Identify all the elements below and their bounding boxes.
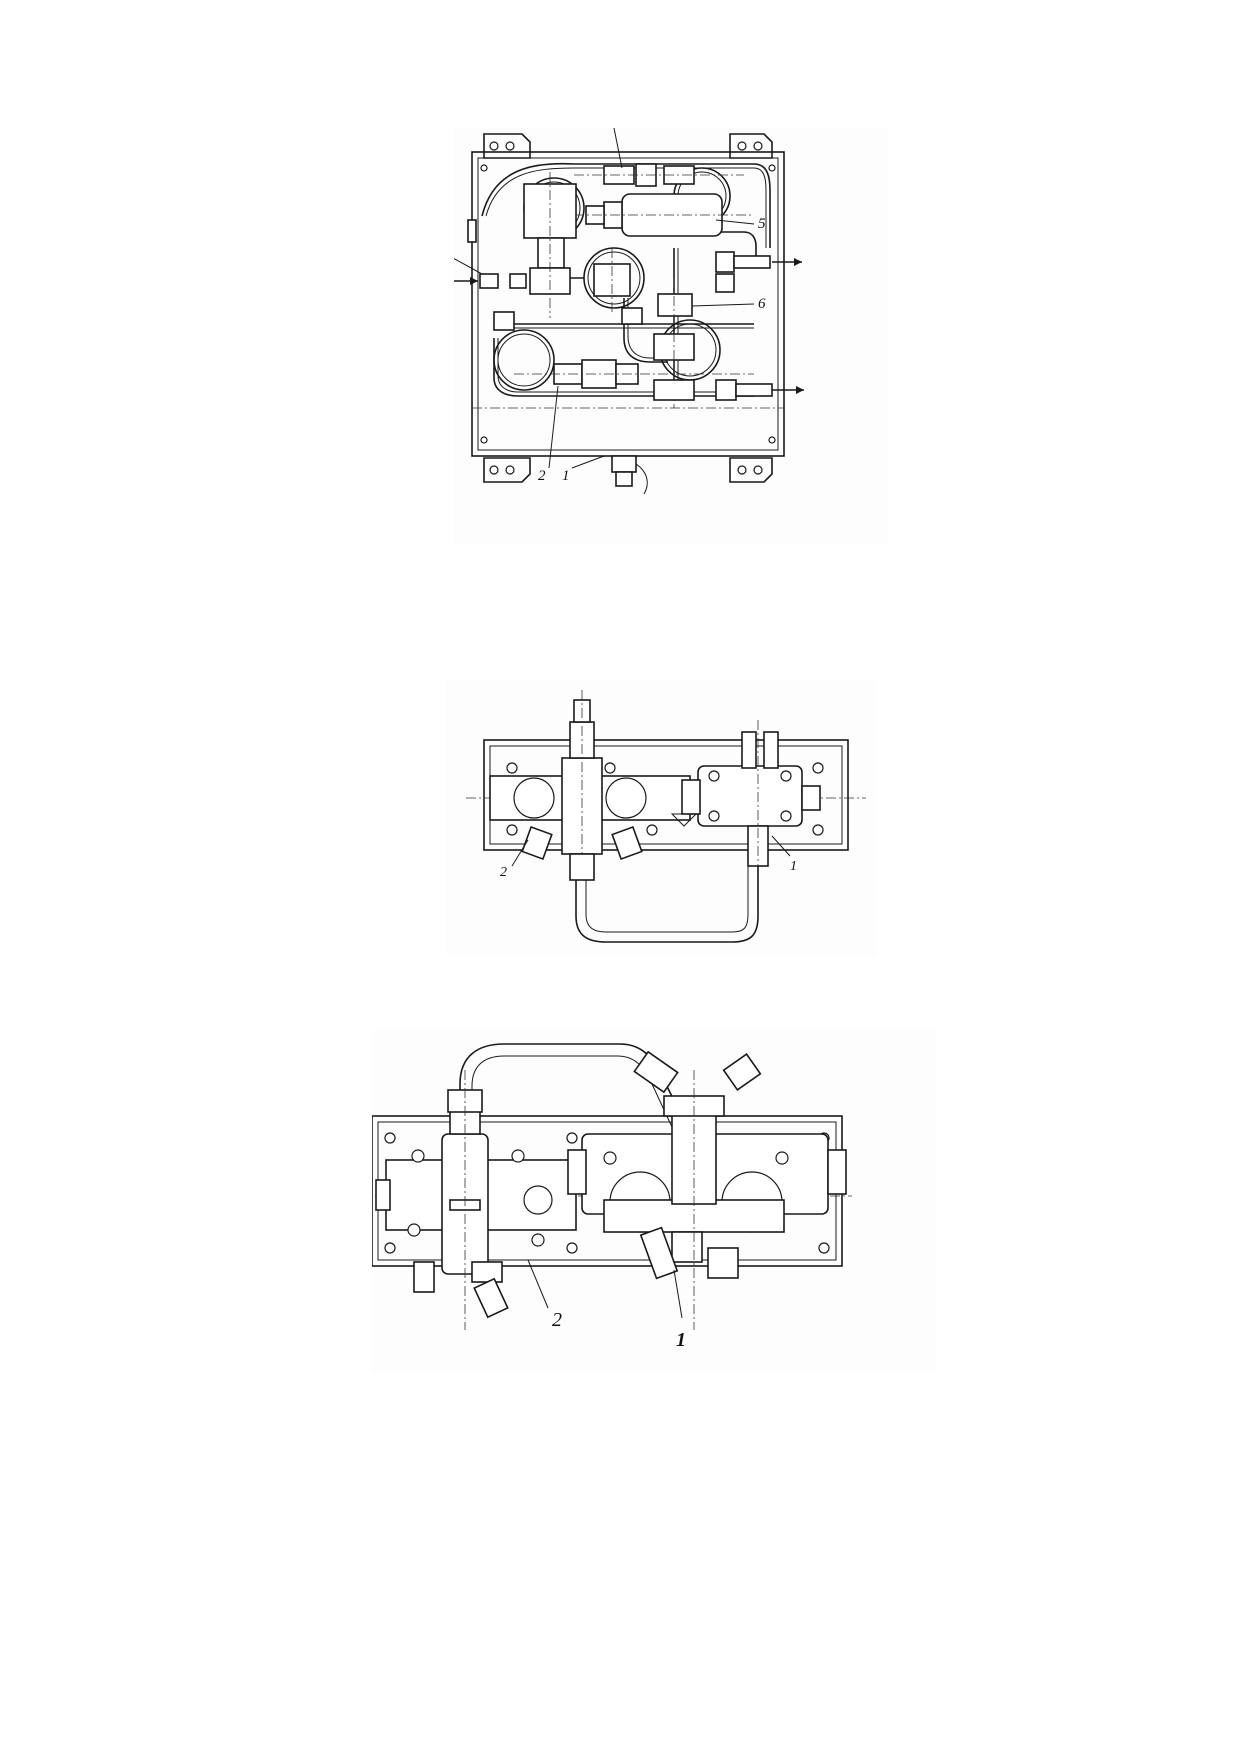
- callout-5: 5: [758, 216, 766, 232]
- panel-drawing: 3 5 6 2 1: [454, 128, 804, 495]
- connecting-pipe: [575, 866, 759, 943]
- left-valve: [489, 690, 691, 881]
- callout-1: 1: [676, 1329, 686, 1351]
- leader-1: [771, 835, 791, 857]
- bolt-holes: [506, 762, 824, 836]
- left-valve: [375, 1070, 577, 1330]
- corner-brackets: [483, 133, 773, 483]
- bottom-inline-unit: [514, 359, 754, 389]
- right-valve: [681, 720, 821, 880]
- figure-valve-block-side-view: 2 1: [446, 680, 877, 956]
- bolt-holes: [480, 141, 776, 475]
- callout-2: 2: [500, 865, 507, 880]
- valve-block-side-drawing: 2 1: [466, 690, 866, 943]
- right-valve: [567, 1050, 847, 1330]
- outlet-fittings: [653, 251, 773, 401]
- callout-1: 1: [562, 468, 570, 484]
- valve-block-front-drawing: 2 1: [372, 1043, 852, 1351]
- leader-2: [511, 839, 529, 867]
- callout-2: 2: [552, 1309, 562, 1331]
- flow-arrows: [454, 258, 804, 394]
- figure-valve-block-front-view: 2 1: [372, 1030, 936, 1372]
- figure-panel-top-view: 3 5 6 2 1: [454, 128, 888, 544]
- inline-filter: [574, 163, 744, 187]
- leader-2: [527, 1259, 549, 1309]
- inlet-fitting: [467, 219, 499, 289]
- mounting-plate: [483, 739, 849, 851]
- callout-1: 1: [790, 859, 797, 874]
- tee-block: [621, 278, 695, 408]
- cylinder-unit: [574, 193, 754, 237]
- callout-2: 2: [538, 468, 546, 484]
- leader-lines: [454, 128, 755, 469]
- drain-fitting: [611, 455, 648, 495]
- callout-6: 6: [758, 296, 766, 312]
- left-valve-assembly: [493, 172, 577, 331]
- leader-1: [673, 1269, 683, 1319]
- center-block: [593, 248, 631, 314]
